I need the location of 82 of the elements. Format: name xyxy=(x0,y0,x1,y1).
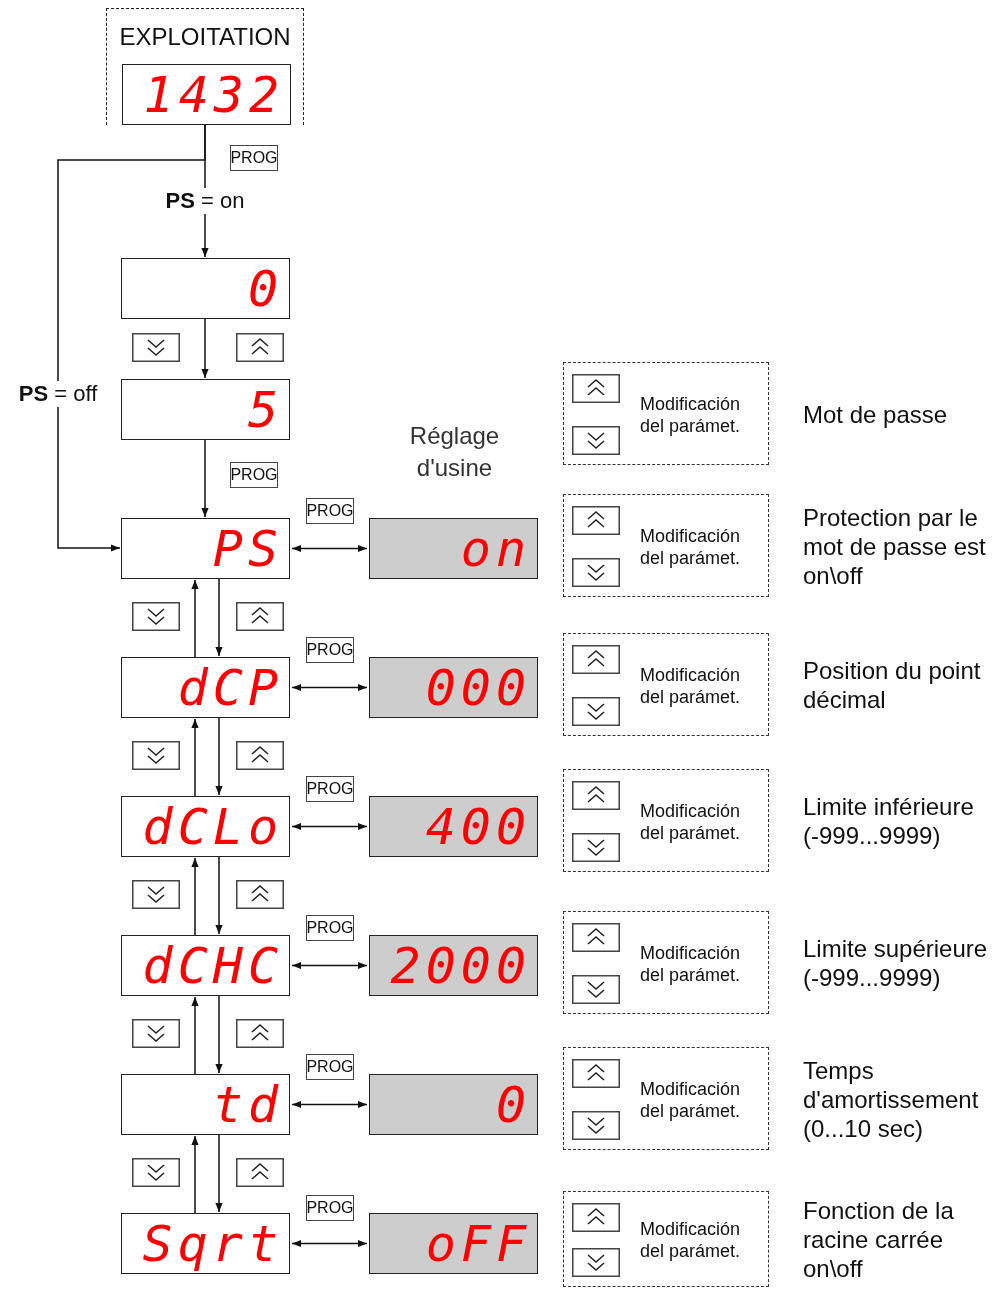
parameter-description: Mot de passe xyxy=(803,399,949,428)
edit-instruction: Modificación del parámet. xyxy=(640,1218,742,1262)
prog-key-label: PROG xyxy=(230,145,278,171)
arrow xyxy=(215,995,223,1074)
arrow xyxy=(215,1134,223,1213)
parameter-edit-frame xyxy=(563,633,769,736)
arrow xyxy=(191,996,199,1075)
parameter-description: Temps d'amortissement (0...10 sec) xyxy=(803,1055,980,1142)
arrow xyxy=(191,1135,199,1214)
display-screen xyxy=(369,1074,538,1135)
prog-key-label: PROG xyxy=(230,462,278,488)
parameter-description: Limite inférieure (-999...9999) xyxy=(803,791,975,850)
display-readout: dCHC xyxy=(142,937,283,994)
prog-key-label: PROG xyxy=(306,915,354,941)
prog-key-label: PROG xyxy=(306,1195,354,1221)
arrow xyxy=(215,717,223,796)
edit-instruction: Modificación del parámet. xyxy=(640,663,742,708)
arrow xyxy=(291,822,368,831)
display-screen xyxy=(121,657,290,718)
display-screen xyxy=(369,935,538,996)
display-readout: Sqrt xyxy=(142,1215,283,1272)
parameter-description: Protection par le mot de passe est on\off xyxy=(803,502,987,589)
arrow xyxy=(201,318,209,379)
display-screen xyxy=(121,796,290,857)
display-screen xyxy=(121,1213,290,1274)
edit-instruction: Modificación del parámet. xyxy=(640,524,742,569)
display-readout: 000 xyxy=(425,659,531,716)
display-screen xyxy=(121,935,290,996)
edit-instruction: Modificación del parámet. xyxy=(640,1077,742,1122)
edit-instruction: Modificación del parámet. xyxy=(640,941,742,986)
display-screen xyxy=(121,518,290,579)
arrow xyxy=(201,439,209,518)
display-screen xyxy=(121,258,290,319)
display-readout: on xyxy=(460,520,531,577)
display-readout: 0 xyxy=(495,1076,531,1133)
parameter-edit-frame xyxy=(563,1191,769,1287)
arrow xyxy=(191,718,199,797)
display-screen xyxy=(369,518,538,579)
parameter-edit-frame xyxy=(563,769,769,872)
parameter-edit-frame xyxy=(563,911,769,1014)
display-readout: 1432 xyxy=(143,66,284,123)
prog-key-label: PROG xyxy=(306,1054,354,1080)
display-screen xyxy=(121,1074,290,1135)
display-readout: dCLo xyxy=(142,798,283,855)
parameter-edit-frame xyxy=(563,362,769,465)
parameter-edit-frame xyxy=(563,494,769,597)
arrow xyxy=(57,123,206,552)
arrow xyxy=(291,1239,368,1248)
prog-key-label: PROG xyxy=(306,637,354,663)
edit-instruction: Modificación del parámet. xyxy=(640,799,742,844)
arrow xyxy=(291,961,368,970)
display-screen xyxy=(369,796,538,857)
parameter-description: Position du point décimal xyxy=(803,655,982,714)
arrow xyxy=(191,857,199,936)
display-readout: 400 xyxy=(425,798,531,855)
arrow xyxy=(191,579,199,658)
display-screen xyxy=(369,657,538,718)
display-readout: 0 xyxy=(247,260,283,317)
display-screen xyxy=(122,64,291,125)
display-readout: dCP xyxy=(177,659,283,716)
parameter-edit-frame xyxy=(563,1047,769,1150)
display-readout: 5 xyxy=(247,381,283,438)
arrow xyxy=(215,856,223,935)
prog-key-label: PROG xyxy=(306,498,354,524)
parameter-description: Fonction de la racine carrée on\off xyxy=(803,1195,955,1283)
arrow xyxy=(291,544,368,553)
display-screen xyxy=(121,379,290,440)
display-readout: PS xyxy=(212,520,283,577)
panel-heading: Réglage d'usine xyxy=(408,421,501,483)
display-readout: td xyxy=(212,1076,283,1133)
arrow xyxy=(215,578,223,657)
display-readout: 2000 xyxy=(390,937,531,994)
parameter-description: Limite supérieure (-999...9999) xyxy=(803,933,989,992)
prog-key-label: PROG xyxy=(306,776,354,802)
mode-title: EXPLOITATION xyxy=(118,23,292,51)
mode-frame xyxy=(106,8,304,125)
edge-label: PS = on xyxy=(163,187,247,214)
arrow xyxy=(291,1100,368,1109)
display-readout: oFF xyxy=(425,1215,531,1272)
arrow xyxy=(291,683,368,692)
display-screen xyxy=(369,1213,538,1274)
edit-instruction: Modificación del parámet. xyxy=(640,392,742,437)
